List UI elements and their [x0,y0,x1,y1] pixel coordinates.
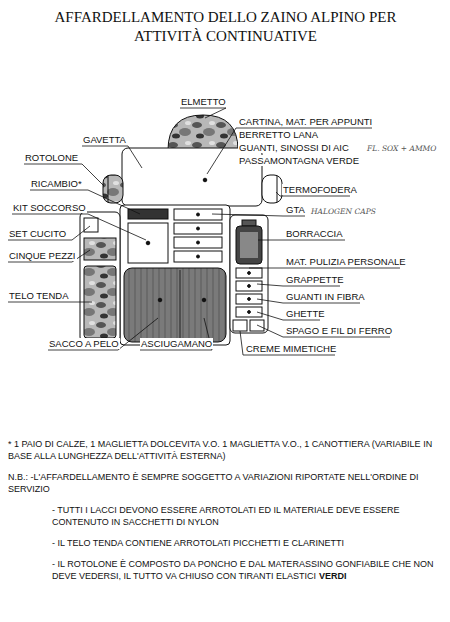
part-label: TELO TENDA [8,290,69,301]
part-label: CINQUE PEZZI [8,250,77,261]
note-line: - IL ROTOLONE È COMPOSTO DA PONCHO E DAL… [8,558,440,582]
note-text: - IL TELO TENDA CONTIENE ARROTOLATI PICC… [52,538,344,548]
note-line: N.B.: -L'AFFARDELLAMENTO È SEMPRE SOGGET… [8,471,440,495]
part-label: GHETTE [285,308,326,319]
part-label: ASCIUGAMANO [140,338,213,349]
part-label: GAVETTA [82,134,127,145]
part-label: BORRACCIA [285,228,343,239]
page-title: AFFARDELLAMENTO DELLO ZAINO ALPINO PER A… [38,8,413,46]
note-text: - IL ROTOLONE È COMPOSTO DA PONCHO E DAL… [52,559,433,581]
note-text: N.B.: -L'AFFARDELLAMENTO È SEMPRE SOGGET… [8,472,419,494]
part-label: RICAMBIO* [30,178,83,189]
part-label: MAT. PULIZIA PERSONALE [285,256,407,267]
handwritten-note: HALOGEN CAPS [310,206,377,217]
part-label: ELMETTO [180,96,227,107]
part-label: SPAGO E FIL DI FERRO [285,325,393,336]
part-label: PASSAMONTAGNA VERDE [238,155,360,166]
bold-note-word: VERDI [319,571,347,581]
part-label: GTA [285,204,306,215]
part-label: SET CUCITO [8,228,67,239]
note-text: * 1 PAIO DI CALZE, 1 MAGLIETTA DOLCEVITA… [8,439,432,461]
part-label: CREME MIMETICHE [245,343,337,354]
handwritten-note: FL. SOX + AMMO [366,143,437,154]
part-label: GUANTI, SINOSSI DI AIC [238,142,350,153]
note-line: - IL TELO TENDA CONTIENE ARROTOLATI PICC… [8,537,440,549]
part-label: GUANTI IN FIBRA [285,291,366,302]
note-text: - TUTTI I LACCI DEVONO ESSERE ARROTOLATI… [52,505,400,527]
part-label: KIT SOCCORSO [12,202,87,213]
notes-block: * 1 PAIO DI CALZE, 1 MAGLIETTA DOLCEVITA… [8,438,440,591]
part-label: CARTINA, MAT. PER APPUNTI [238,116,373,127]
part-label: SACCO A PELO [48,338,120,349]
part-label: GRAPPETTE [285,274,345,285]
part-label: ROTOLONE [24,152,79,163]
part-label: BERRETTO LANA [238,129,319,140]
part-label: TERMOFODERA [282,184,358,195]
note-line: * 1 PAIO DI CALZE, 1 MAGLIETTA DOLCEVITA… [8,438,440,462]
note-line: - TUTTI I LACCI DEVONO ESSERE ARROTOLATI… [8,504,440,528]
